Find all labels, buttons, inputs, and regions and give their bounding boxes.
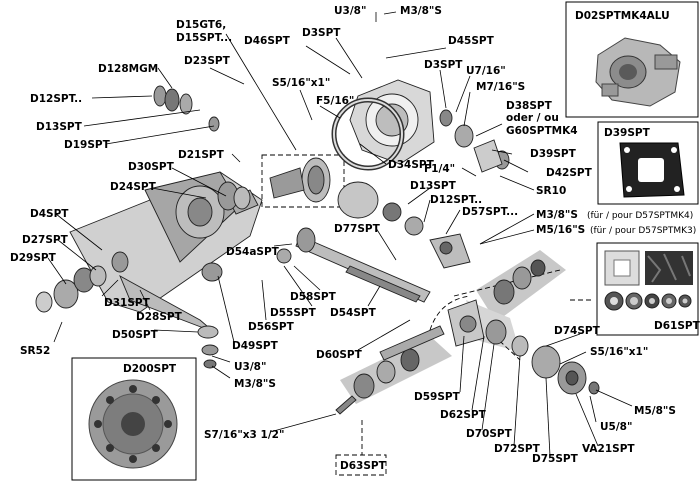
label-d02sptmk4alu: D02SPTMK4ALU bbox=[575, 10, 670, 22]
label-d28spt: D28SPT bbox=[136, 311, 183, 323]
label-u7-16: U7/16" bbox=[466, 65, 506, 77]
axle-parts bbox=[35, 79, 600, 415]
label-d3spt-a: D3SPT bbox=[302, 27, 341, 39]
label-d34spt: D34SPT bbox=[388, 159, 435, 171]
label-d49spt: D49SPT bbox=[232, 340, 279, 352]
label-d15gt6: D15GT6, bbox=[176, 19, 226, 31]
inset-d02sptmk4alu: D02SPTMK4ALU bbox=[565, 1, 699, 118]
label-d77spt: D77SPT bbox=[334, 223, 381, 235]
label-f1-4: F1/4" bbox=[424, 163, 455, 175]
label-d62spt: D62SPT bbox=[440, 409, 487, 421]
label-sr10: SR10 bbox=[536, 185, 566, 197]
label-d30spt: D30SPT bbox=[128, 161, 175, 173]
housing-alu-image bbox=[595, 37, 681, 107]
label-va21spt: VA21SPT bbox=[582, 443, 635, 455]
label-d31spt: D31SPT bbox=[104, 297, 151, 309]
label-g60sptmk4: G60SPTMK4 bbox=[506, 125, 578, 137]
label-d57spt: D57SPT... bbox=[462, 206, 518, 218]
label-d29spt: D29SPT bbox=[10, 252, 57, 264]
inset-d39spt: D39SPT bbox=[597, 121, 699, 205]
label-d46spt: D46SPT bbox=[244, 35, 291, 47]
label-d61spt: D61SPT bbox=[654, 320, 700, 332]
label-m7-16s: M7/16"S bbox=[476, 81, 525, 93]
label-s5-16x1-a: S5/16"x1" bbox=[272, 77, 330, 89]
label-d4spt: D4SPT bbox=[30, 208, 69, 220]
label-d55spt: D55SPT bbox=[270, 307, 317, 319]
differential-case-image bbox=[88, 379, 178, 469]
label-fur-mk4: (für / pour D57SPTMK4) bbox=[587, 211, 693, 221]
label-s7-16x3: S7/16"x3 1/2" bbox=[204, 429, 284, 441]
gasket-kit-image bbox=[604, 250, 693, 311]
label-d3spt-b: D3SPT bbox=[424, 59, 463, 71]
part-labels: U3/8" M3/8"S D15GT6, D15SPT... D3SPT D46… bbox=[10, 5, 696, 472]
label-d56spt: D56SPT bbox=[248, 321, 295, 333]
label-d58spt: D58SPT bbox=[290, 291, 337, 303]
label-d12spt-b: D12SPT.. bbox=[430, 194, 482, 206]
label-m38s-b: M3/8"S bbox=[536, 209, 578, 221]
label-d50spt: D50SPT bbox=[112, 329, 159, 341]
label-m5-8s: M5/8"S bbox=[634, 405, 676, 417]
label-d12spt-a: D12SPT.. bbox=[30, 93, 82, 105]
label-d45spt: D45SPT bbox=[448, 35, 495, 47]
label-d74spt: D74SPT bbox=[554, 325, 601, 337]
inset-d61spt: D61SPT bbox=[596, 242, 700, 336]
label-u38-b: U3/8" bbox=[234, 361, 266, 373]
label-d13spt-b: D13SPT bbox=[410, 180, 457, 192]
label-d200spt: D200SPT bbox=[123, 363, 177, 375]
label-m5-16s: M5/16"S bbox=[536, 224, 585, 236]
label-d23spt: D23SPT bbox=[184, 55, 231, 67]
label-u5-8: U5/8" bbox=[600, 421, 632, 433]
inset-d200spt: D200SPT bbox=[71, 357, 197, 481]
leader-lines bbox=[47, 11, 633, 457]
label-u38-top: U3/8" bbox=[334, 5, 366, 17]
label-fur-mk3: (für / pour D57SPTMK3) bbox=[590, 226, 696, 236]
label-m38s-top: M3/8"S bbox=[400, 5, 442, 17]
label-d39spt-a: D39SPT bbox=[530, 148, 577, 160]
label-f5-16: F5/16" bbox=[316, 95, 354, 107]
label-d27spt: D27SPT bbox=[22, 234, 69, 246]
label-d38spt: D38SPT bbox=[506, 100, 553, 112]
label-d128mgm: D128MGM bbox=[98, 63, 158, 75]
label-d15spt: D15SPT... bbox=[176, 32, 232, 44]
label-oder-ou: oder / ou bbox=[506, 112, 559, 124]
gasket-image bbox=[619, 142, 685, 198]
label-d75spt: D75SPT bbox=[532, 453, 579, 465]
label-d19spt: D19SPT bbox=[64, 139, 111, 151]
label-d59spt: D59SPT bbox=[414, 391, 461, 403]
label-d13spt-a: D13SPT bbox=[36, 121, 83, 133]
label-d54spt: D54SPT bbox=[330, 307, 377, 319]
label-m38s-c: M3/8"S bbox=[234, 378, 276, 390]
label-d39spt-inset: D39SPT bbox=[604, 127, 651, 139]
label-s5-16x1-b: S5/16"x1" bbox=[590, 346, 648, 358]
label-d60spt: D60SPT bbox=[316, 349, 363, 361]
label-sr52: SR52 bbox=[20, 345, 50, 357]
label-d24spt: D24SPT bbox=[110, 181, 157, 193]
label-d63spt: D63SPT bbox=[340, 460, 387, 472]
label-d72spt: D72SPT bbox=[494, 443, 541, 455]
label-d21spt: D21SPT bbox=[178, 149, 225, 161]
label-d70spt: D70SPT bbox=[466, 428, 513, 440]
label-d42spt: D42SPT bbox=[546, 167, 593, 179]
label-d54aspt: D54aSPT bbox=[226, 246, 280, 258]
